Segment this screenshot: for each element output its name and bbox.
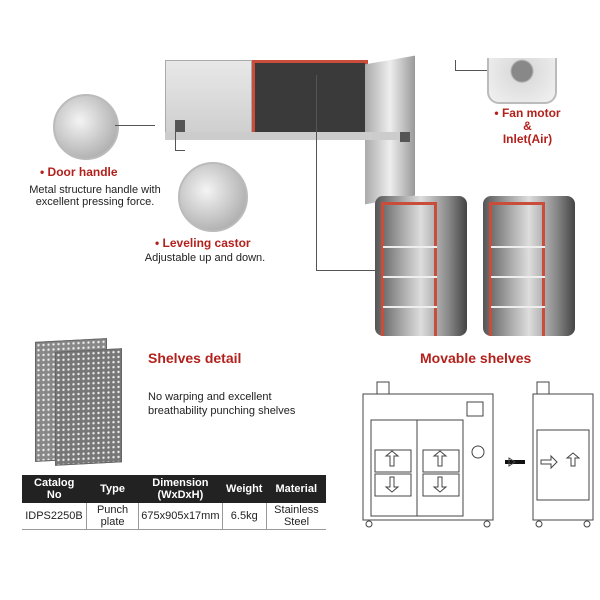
cabinet-image <box>160 55 420 210</box>
cell-weight: 6.5kg <box>222 503 268 530</box>
col-type: Type <box>86 475 139 503</box>
table-row: IDPS2250B Punch plate 675x905x17mm 6.5kg… <box>22 503 326 530</box>
shelves-detail-title: Shelves detail <box>148 350 242 366</box>
door-handle-label: Door handle <box>47 165 118 179</box>
fan-motor-label2: Inlet(Air) <box>502 132 553 146</box>
cell-dimension: 675x905x17mm <box>138 503 223 530</box>
col-material: Material <box>266 475 326 503</box>
shelf-photo-1 <box>375 196 467 336</box>
fan-photo <box>487 58 557 104</box>
movable-shelves-diagram <box>362 381 594 528</box>
door-handle-photo <box>53 94 119 160</box>
col-weight: Weight <box>222 475 267 503</box>
leveling-castor-photo <box>178 162 248 232</box>
cell-type: Punch plate <box>86 503 140 530</box>
leveling-castor-desc: Adjustable up and down. <box>144 252 266 264</box>
spec-table: Catalog No Type Dimension (WxDxH) Weight… <box>22 475 326 530</box>
shelves-detail-desc: No warping and excellent breathability p… <box>148 390 295 418</box>
movable-shelves-title: Movable shelves <box>420 350 532 366</box>
door-handle-title: • Door handle <box>40 165 118 179</box>
fan-motor-title: • Fan motor & Inlet(Air) <box>494 106 561 146</box>
punch-plate-image-2 <box>55 348 122 466</box>
desc-line-1: No warping and excellent <box>148 391 272 403</box>
cell-catalog: IDPS2250B <box>22 503 87 530</box>
col-dimension: Dimension (WxDxH) <box>138 475 223 503</box>
cell-material: Stainless Steel <box>266 503 326 530</box>
leveling-castor-title: • Leveling castor <box>155 236 251 250</box>
fan-motor-label: Fan motor <box>501 106 561 120</box>
fan-motor-amp: & <box>523 119 532 133</box>
table-header-row: Catalog No Type Dimension (WxDxH) Weight… <box>22 475 326 503</box>
desc-line-2: breathability punching shelves <box>148 405 296 417</box>
leveling-castor-label: Leveling castor <box>162 236 251 250</box>
shelf-photo-2 <box>483 196 575 336</box>
col-catalog: Catalog No <box>22 475 87 503</box>
door-handle-desc: Metal structure handle with excellent pr… <box>29 184 161 208</box>
